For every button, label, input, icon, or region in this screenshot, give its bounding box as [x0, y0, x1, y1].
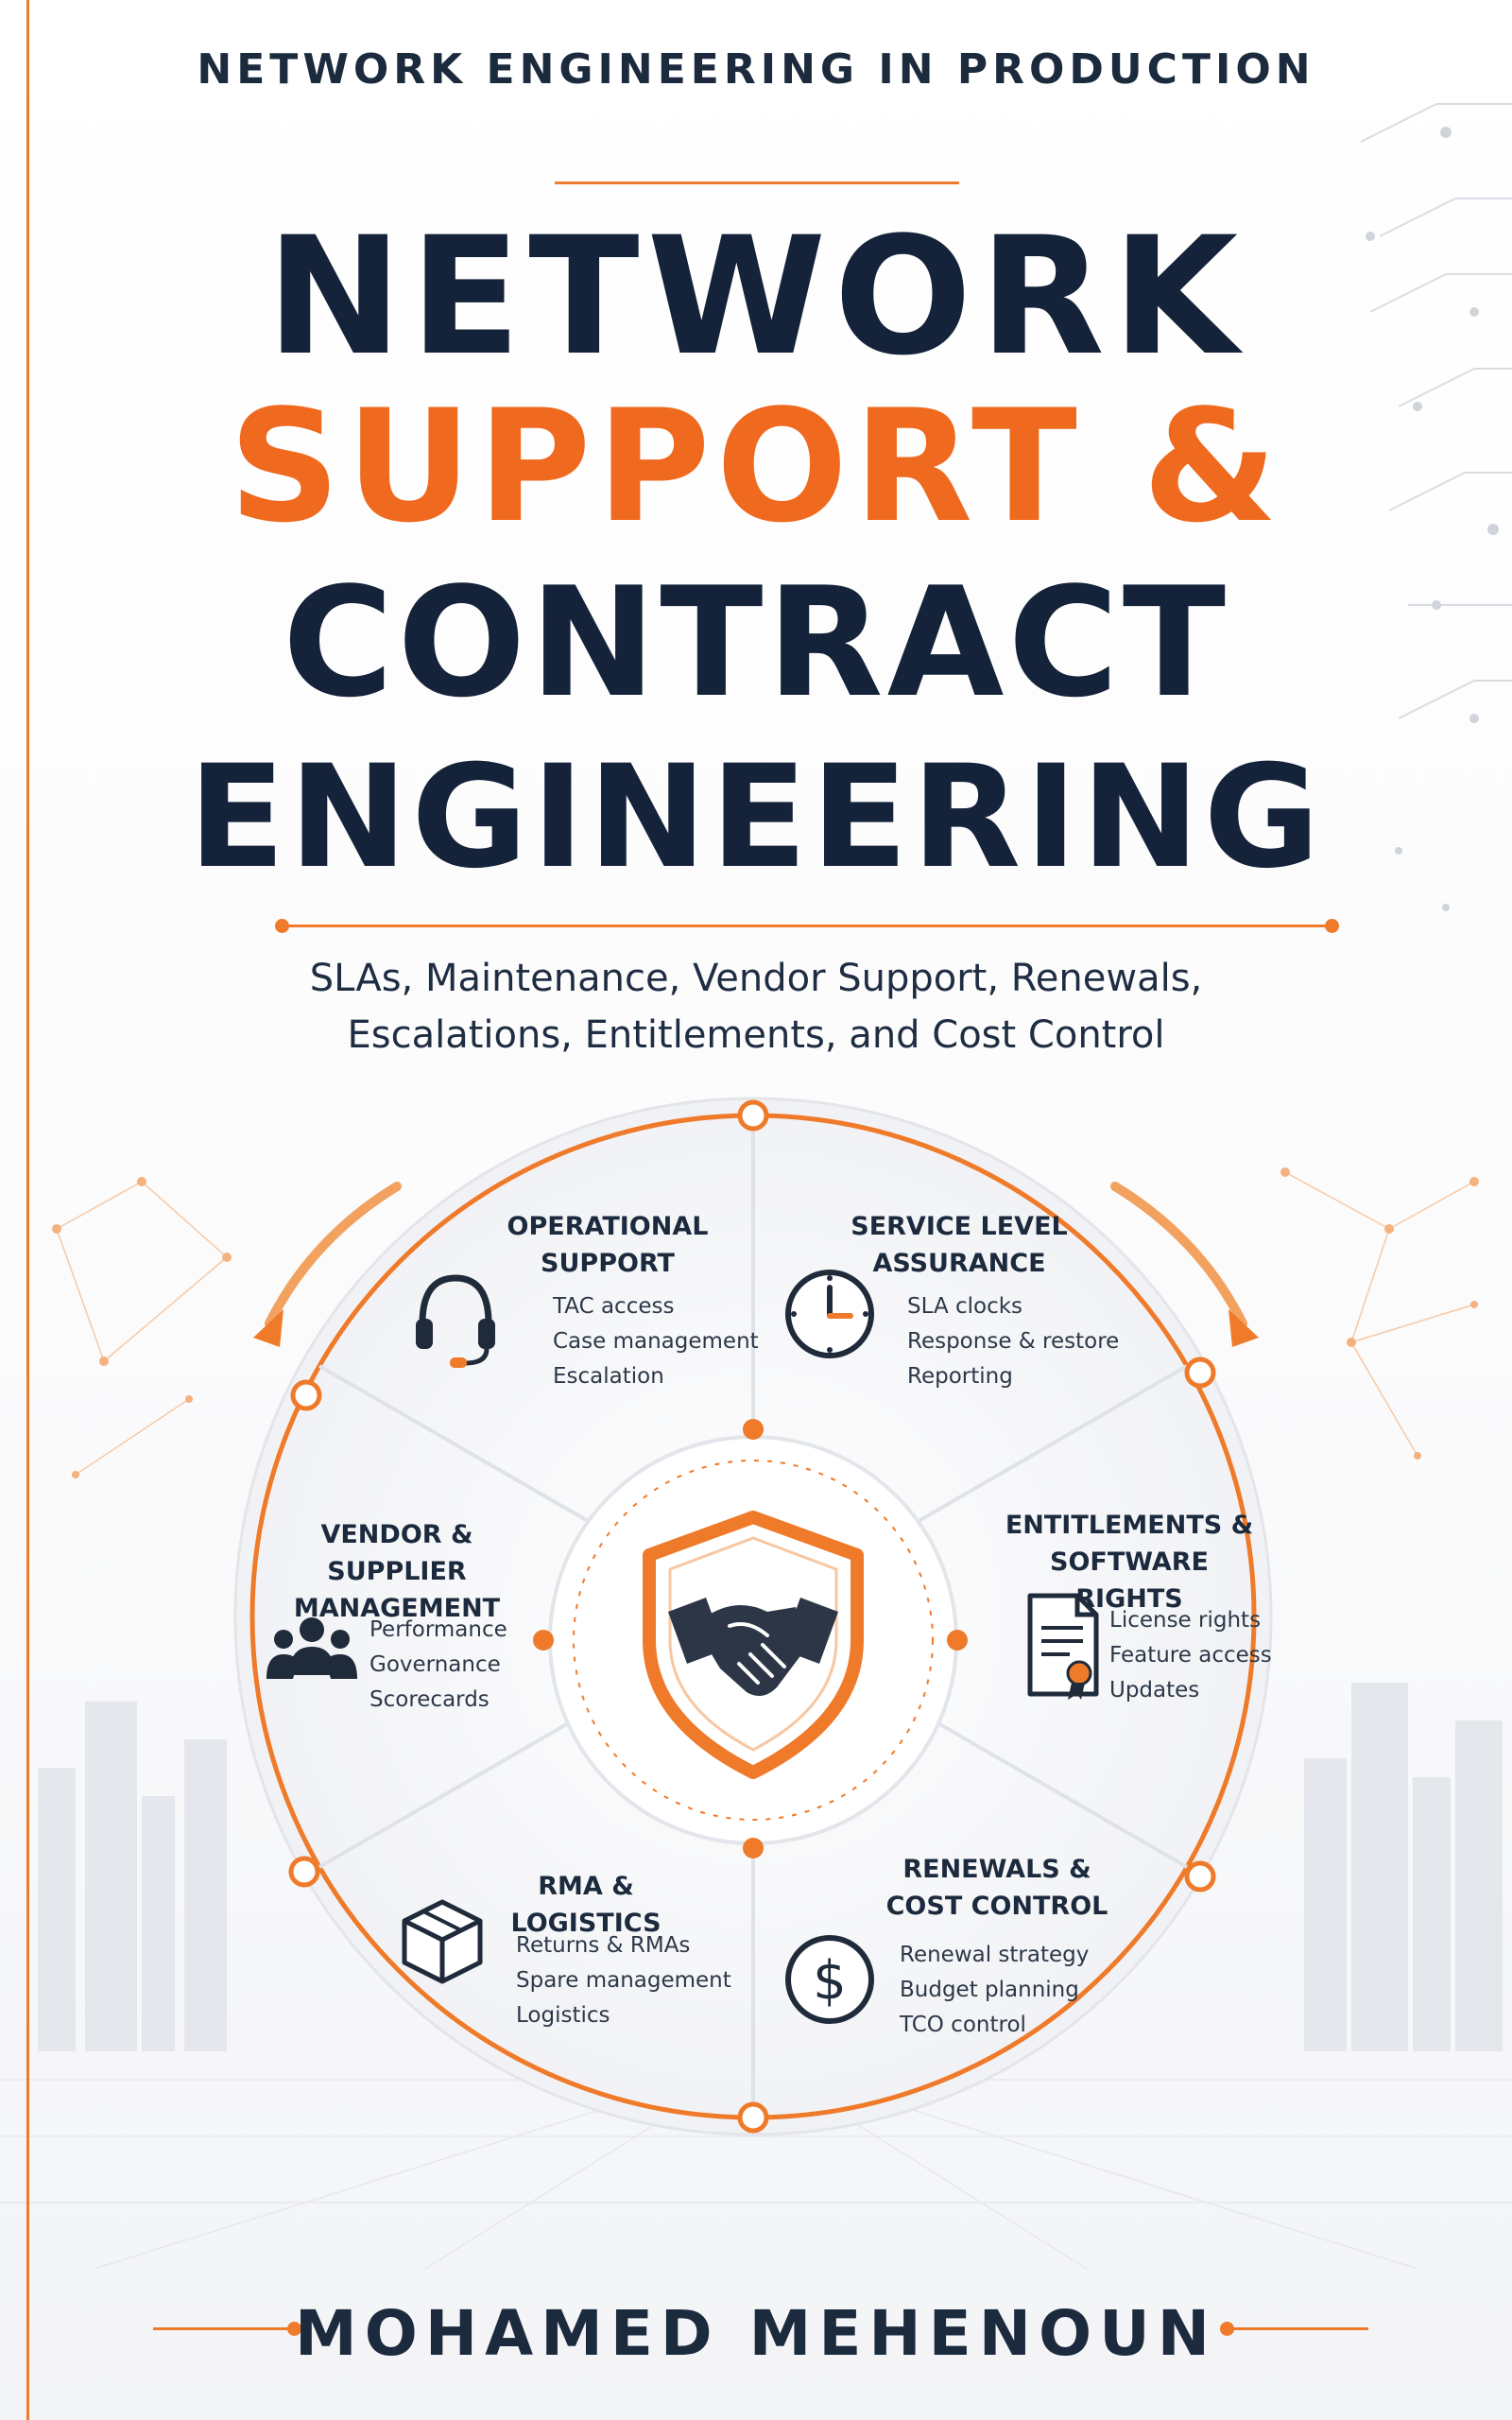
clock-icon: [785, 1270, 874, 1358]
list-item: License rights: [1109, 1608, 1262, 1633]
segment-title-line: ENTITLEMENTS &: [1005, 1511, 1254, 1540]
author-rule-dot: [287, 2322, 301, 2336]
list-item: Case management: [553, 1328, 759, 1354]
segment-entitlements-list: License rights Feature access Updates: [1109, 1603, 1272, 1707]
segment-title-line: SUPPORT: [541, 1249, 675, 1279]
segment-vendor-list: Performance Governance Scorecards: [369, 1613, 507, 1717]
title-line-3: CONTRACT: [282, 554, 1230, 731]
segment-rma-list: Returns & RMAs Spare management Logistic…: [516, 1928, 731, 2032]
list-item: Spare management: [516, 1967, 731, 1993]
certificate-document-icon: [1027, 1593, 1099, 1700]
list-item: SLA clocks: [907, 1294, 1023, 1319]
segment-service-level-title: SERVICE LEVEL ASSURANCE: [832, 1208, 1087, 1282]
segment-operational-title: OPERATIONAL SUPPORT: [471, 1208, 745, 1282]
list-item: Escalation: [553, 1363, 664, 1389]
segment-renewals-title: RENEWALS & COST CONTROL: [879, 1851, 1115, 1925]
svg-text:$: $: [813, 1950, 847, 2012]
divider-dot-left: [275, 919, 289, 933]
list-item: Governance: [369, 1651, 501, 1677]
author-block: MOHAMED MEHENOUN: [0, 2288, 1512, 2382]
list-item: Feature access: [1109, 1642, 1272, 1668]
title-line-1: NETWORK: [266, 201, 1246, 391]
series-title: NETWORK ENGINEERING IN PRODUCTION: [197, 45, 1315, 94]
handshake-shield-icon: [643, 1511, 864, 1779]
segment-operational-list: TAC access Case management Escalation: [553, 1289, 759, 1393]
dollar-icon: $: [785, 1935, 874, 2024]
author-rule-right: [1220, 2322, 1368, 2336]
title-divider: [275, 919, 1339, 933]
author-rule-dot: [1220, 2322, 1234, 2336]
list-item: Budget planning: [900, 1977, 1079, 2002]
people-group-icon: [266, 1617, 357, 1679]
segment-service-level-list: SLA clocks Response & restore Reporting: [907, 1289, 1119, 1393]
list-item: TAC access: [553, 1294, 675, 1319]
title-line-2: SUPPORT &: [229, 376, 1283, 557]
list-item: Updates: [1109, 1677, 1200, 1703]
segment-title-line: MANAGEMENT: [293, 1594, 501, 1624]
segment-title-line: RMA & LOGISTICS: [510, 1872, 662, 1939]
package-box-icon: [402, 1899, 483, 1984]
list-item: Reporting: [907, 1363, 1013, 1389]
segment-title-line: OPERATIONAL: [507, 1212, 709, 1241]
segment-title-line: COST CONTROL: [885, 1892, 1108, 1922]
divider-dot-right: [1325, 919, 1339, 933]
list-item: Response & restore: [907, 1328, 1120, 1354]
list-item: Renewal strategy: [900, 1943, 1090, 1967]
list-item: Returns & RMAs: [516, 1933, 691, 1958]
segment-entitlements-title: ENTITLEMENTS & SOFTWARE RIGHTS: [1002, 1507, 1257, 1617]
spine-accent-line: [26, 0, 29, 2420]
author-rule-left: [153, 2322, 301, 2336]
segment-title-line: RENEWALS &: [902, 1855, 1091, 1884]
subtitle-line-1: SLAs, Maintenance, Vendor Support, Renew…: [309, 957, 1203, 1000]
segment-title-line: SERVICE LEVEL: [850, 1212, 1068, 1241]
headset-icon: [416, 1274, 495, 1368]
series-underline: [555, 182, 959, 184]
list-item: Scorecards: [369, 1686, 490, 1712]
segment-title-line: ASSURANCE: [872, 1249, 1046, 1279]
segment-rma-title: RMA & LOGISTICS: [463, 1868, 709, 1942]
segment-title-line: SOFTWARE RIGHTS: [1050, 1547, 1209, 1615]
list-item: Logistics: [516, 2002, 610, 2028]
list-item: Performance: [369, 1617, 507, 1642]
segment-title-line: VENDOR & SUPPLIER: [320, 1520, 473, 1587]
segment-vendor-title: VENDOR & SUPPLIER MANAGEMENT: [255, 1516, 539, 1627]
subtitle-line-2: Escalations, Entitlements, and Cost Cont…: [347, 1013, 1165, 1057]
segment-renewals-list: Renewal strategy Budget planning TCO con…: [900, 1938, 1089, 2042]
title-line-4: ENGINEERING: [188, 735, 1324, 900]
author-name: MOHAMED MEHENOUN: [295, 2297, 1217, 2370]
list-item: TCO control: [900, 2012, 1026, 2037]
